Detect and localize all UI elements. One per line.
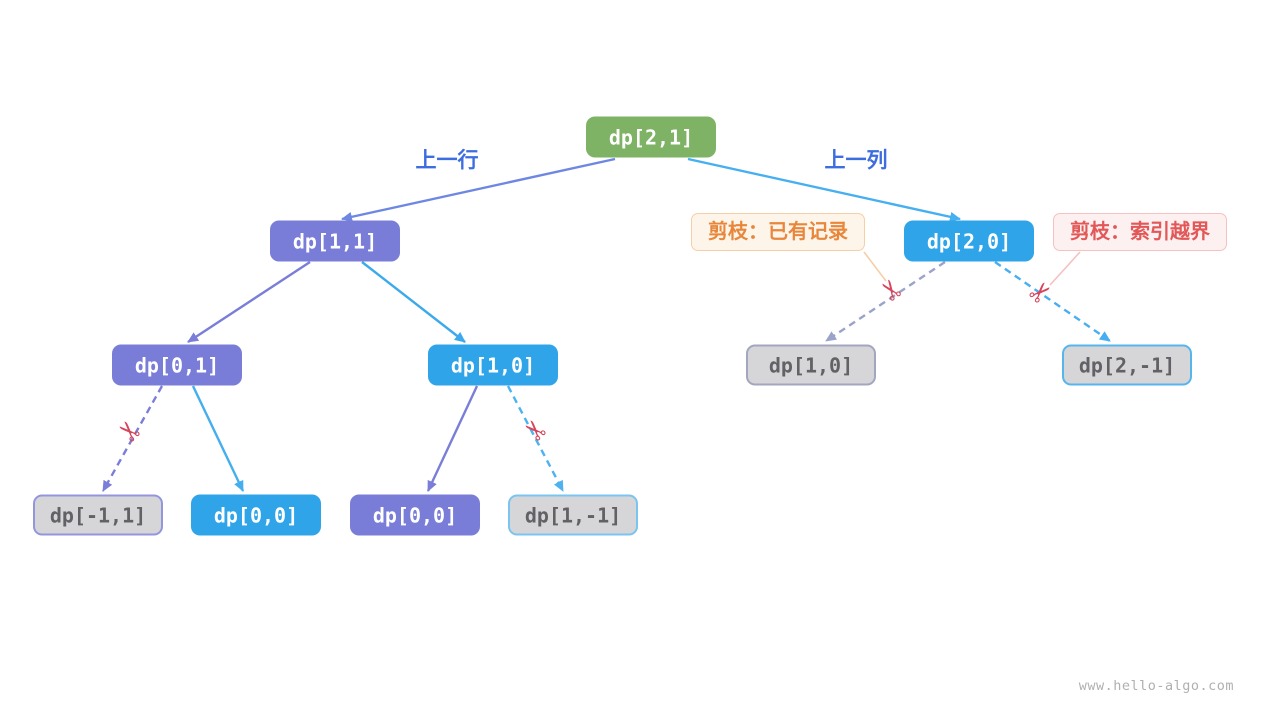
edge-dp20-to-dp10-pruned	[825, 261, 946, 342]
edge-dp11-to-dp10	[361, 261, 466, 343]
edge-dp21-to-dp11	[341, 157, 616, 222]
edge-dp10-to-dp1neg1	[506, 385, 565, 492]
edge-dp11-to-dp01	[187, 260, 311, 344]
edge-dp20-to-dp2neg1	[994, 261, 1111, 342]
edge-dp01-to-dpneg11	[101, 385, 164, 492]
edge-dp10-to-dp00	[426, 385, 479, 492]
callout-pointer-pruning-memoized	[863, 251, 887, 282]
edge-dp01-to-dp00	[191, 385, 245, 492]
callout-pointer-pruning-out-of-bounds	[1049, 251, 1081, 286]
edge-dp21-to-dp20	[687, 157, 961, 222]
watermark: www.hello-algo.com	[1078, 678, 1234, 694]
